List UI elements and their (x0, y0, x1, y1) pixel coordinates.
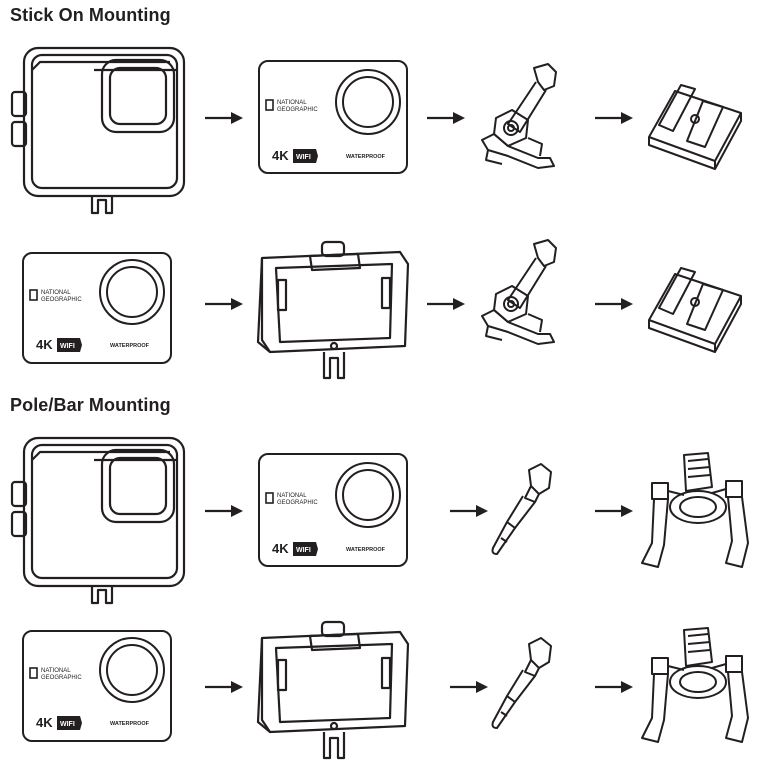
arrow-right-icon (450, 681, 488, 693)
arrow-right-icon (205, 112, 243, 124)
extension-screw (485, 636, 560, 731)
arrow-right-icon (205, 505, 243, 517)
waterproof-label: WATERPROOF (346, 154, 386, 160)
brand-line-2: GEOGRAPHIC (277, 500, 318, 506)
adhesive-mount (645, 258, 750, 353)
arrow-right-icon (427, 112, 465, 124)
handlebar-mount (638, 447, 753, 572)
arrow-right-icon (450, 505, 488, 517)
arrow-right-icon (595, 505, 633, 517)
resolution-label: 4K (272, 148, 289, 163)
wifi-badge (57, 716, 82, 730)
wifi-label: WIFI (60, 343, 75, 350)
arrow-right-icon (595, 112, 633, 124)
wifi-label: WIFI (296, 154, 311, 161)
brand-line-2: GEOGRAPHIC (41, 675, 82, 681)
arrow-right-icon (595, 298, 633, 310)
section-title-pole-bar: Pole/Bar Mounting (10, 395, 171, 415)
arrow-right-icon (205, 298, 243, 310)
j-hook-mount (478, 238, 563, 353)
waterproof-label: WATERPROOF (110, 721, 150, 727)
brand-line-1: NATIONAL (277, 100, 307, 106)
arrow-right-icon (205, 681, 243, 693)
action-camera: NATIONAL GEOGRAPHIC 4K WIFI WATERPROOF (22, 630, 172, 742)
brand-line-1: NATIONAL (41, 668, 71, 674)
j-hook-mount (478, 62, 563, 177)
resolution-label: 4K (36, 715, 53, 730)
wifi-badge (293, 542, 318, 556)
arrow-right-icon (427, 298, 465, 310)
wifi-badge (293, 149, 318, 163)
extension-screw (485, 462, 560, 557)
resolution-label: 4K (36, 337, 53, 352)
wifi-label: WIFI (60, 721, 75, 728)
brand-line-1: NATIONAL (41, 290, 71, 296)
waterproof-label: WATERPROOF (346, 547, 386, 553)
wifi-badge (57, 338, 82, 352)
frame-mount (250, 238, 420, 380)
brand-line-2: GEOGRAPHIC (41, 297, 82, 303)
waterproof-housing (10, 40, 190, 220)
brand-line-2: GEOGRAPHIC (277, 107, 318, 113)
adhesive-mount (645, 75, 750, 170)
wifi-label: WIFI (296, 547, 311, 554)
waterproof-label: WATERPROOF (110, 343, 150, 349)
section-title-stick-on: Stick On Mounting (10, 5, 171, 25)
waterproof-housing (10, 430, 190, 610)
frame-mount (250, 618, 420, 760)
action-camera: NATIONAL GEOGRAPHIC 4K WIFI WATERPROOF (258, 453, 408, 568)
handlebar-mount (638, 622, 753, 747)
resolution-label: 4K (272, 541, 289, 556)
brand-line-1: NATIONAL (277, 493, 307, 499)
action-camera: NATIONAL GEOGRAPHIC 4K WIFI WATERPROOF (22, 252, 172, 364)
arrow-right-icon (595, 681, 633, 693)
action-camera: NATIONAL GEOGRAPHIC 4K WIFI WATERPROOF (258, 60, 408, 175)
